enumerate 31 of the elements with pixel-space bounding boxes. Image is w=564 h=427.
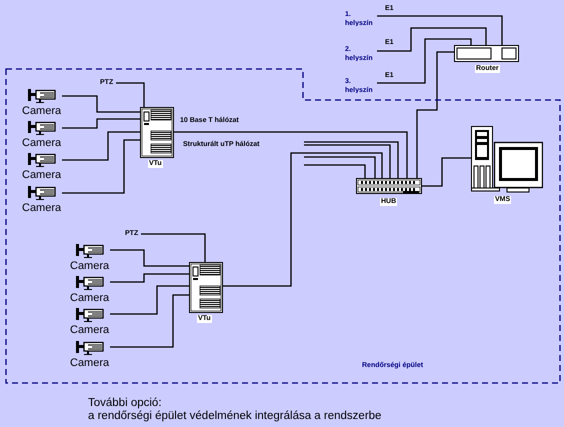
connector-line [304,164,366,178]
connector-line [110,285,189,315]
connector-line [110,249,189,267]
connector-line [304,156,376,178]
camera-label: Camera [70,325,110,336]
connector-line [416,51,454,178]
connector-line [422,157,471,187]
camera-label: Camera [70,358,110,369]
connector-line [304,141,399,178]
connector-line [62,95,140,113]
connector-line [141,233,206,262]
camera-label: Camera [22,170,62,181]
camera-label: Camera [22,138,62,149]
camera-label: Camera [70,261,110,272]
connector-line [110,294,189,348]
connector-line [377,15,503,45]
connector-line [174,131,408,178]
camera-label: Camera [22,203,62,214]
camera-label: Camera [70,293,110,304]
note-heading: További opció: [88,397,162,410]
connector-line [62,131,140,161]
connector-line [110,273,189,283]
connector-line [377,38,472,84]
connector-line [62,139,140,194]
connector-line [223,152,383,287]
connector-line [377,27,487,52]
camera-label: Camera [22,106,62,117]
note-text: a rendőrségi épület védelmének integrálása a rendszerbe [88,410,382,423]
connector-line [116,82,145,107]
connector-line [304,144,391,178]
connector-line [62,118,140,129]
